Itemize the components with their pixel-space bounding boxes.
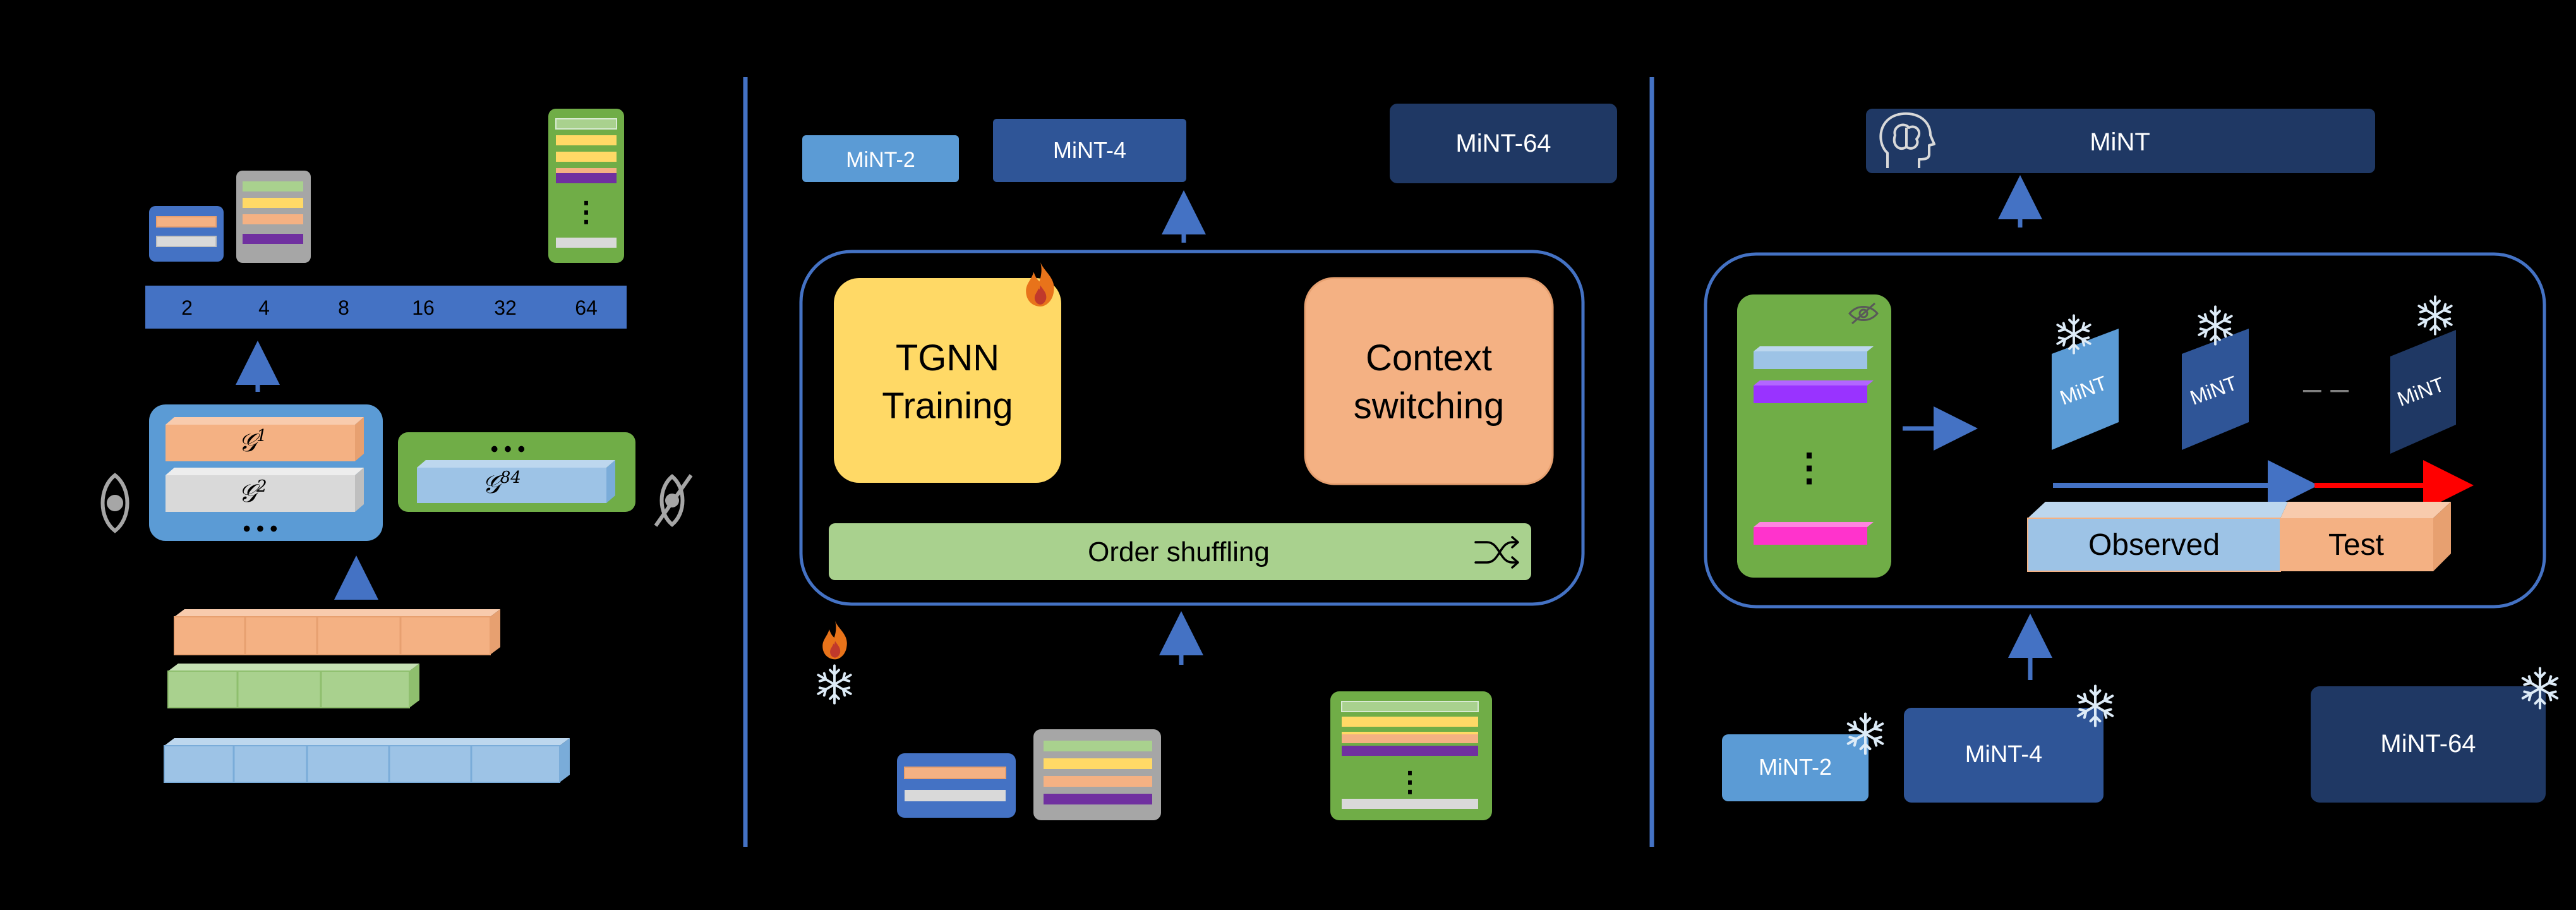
graph-superscript: 1 <box>256 427 267 446</box>
stack-ellipsis: ⋮ <box>1396 767 1424 798</box>
timeline-blue <box>164 738 570 783</box>
brain-head-icon <box>1879 112 1935 168</box>
tgnn-label: TGNN <box>896 337 999 379</box>
model-mint-4: MiNT-4 <box>1904 708 2104 803</box>
stack-ellipsis: ⋮ <box>1790 446 1828 488</box>
graph-group-2: • • • 𝒢84 <box>398 432 635 512</box>
model-mint-4: MiNT-4 <box>993 119 1186 182</box>
model-label: MiNT-64 <box>1455 130 1551 157</box>
model-mint-64: MiNT-64 <box>1390 104 1617 183</box>
snowflake-icon <box>817 664 852 705</box>
flame-icon <box>822 621 847 660</box>
flame-icon <box>1026 262 1054 306</box>
dataset-stack: ⋮ <box>1737 294 1891 578</box>
mini-stack-4 <box>1033 729 1161 820</box>
shuffle-icon <box>1474 536 1519 569</box>
model-label: MiNT-64 <box>2380 730 2476 758</box>
scale-axis-labels: 2 4 8 16 32 64 <box>181 296 598 319</box>
tgnn-training-block: TGNN Training <box>834 278 1061 483</box>
model-label: MiNT-4 <box>1965 741 2042 768</box>
model-label: MiNT-2 <box>1759 754 1832 780</box>
gap-dashes: – – <box>2303 370 2349 407</box>
model-mint-2: MiNT-2 <box>1722 734 1869 801</box>
switching-label: switching <box>1354 385 1505 427</box>
mini-stack-2 <box>897 753 1016 818</box>
left-panel: ⋮ 2 4 8 16 32 64 𝒢1 𝒢2 • • • • • • <box>100 109 693 783</box>
mini-stack-64: ⋮ <box>1330 691 1492 820</box>
more-graphs-ellipsis: • • • <box>243 517 278 541</box>
eye-off-icon <box>654 474 693 527</box>
scale-tick-label: 64 <box>575 296 598 319</box>
mint-card-dark: MiNT <box>2390 330 2456 454</box>
scale-axis-bar <box>145 286 627 329</box>
eye-off-icon <box>1848 302 1879 325</box>
eye-icon <box>100 473 129 533</box>
training-label: Training <box>882 385 1013 427</box>
mint-card-mid: MiNT <box>2182 329 2249 450</box>
observed-label: Observed <box>2088 528 2220 562</box>
model-mint: MiNT <box>1866 109 2375 173</box>
middle-panel: MiNT-2 MiNT-4 MiNT-64 TGNN Training Cont… <box>799 104 1617 820</box>
scale-tick-label: 32 <box>494 296 517 319</box>
scale-tick-label: 2 <box>181 296 193 319</box>
timeline-orange <box>174 609 500 655</box>
mini-stack-64: ⋮ <box>548 109 624 263</box>
graph-superscript: 2 <box>256 477 267 496</box>
context-label: Context <box>1366 337 1492 379</box>
order-shuffling-bar: Order shuffling <box>829 523 1531 580</box>
snowflake-icon <box>2417 295 2453 336</box>
model-label: MiNT-2 <box>846 148 915 172</box>
mint-card-light: MiNT <box>2052 329 2119 450</box>
evaluation-container <box>1704 252 2546 609</box>
context-switching-block: Context switching <box>1304 277 1554 485</box>
observed-test-bar: Observed Test <box>2027 502 2451 572</box>
model-label: MiNT-4 <box>1053 137 1126 163</box>
model-mint-2: MiNT-2 <box>802 135 959 182</box>
graph-superscript: 84 <box>500 468 521 487</box>
model-label: MiNT <box>2090 128 2150 156</box>
scale-tick-label: 4 <box>258 296 270 319</box>
more-graphs-ellipsis: • • • <box>491 437 526 461</box>
scale-tick-label: 16 <box>412 296 435 319</box>
graph-group-1: 𝒢1 𝒢2 • • • <box>149 404 383 541</box>
model-mint-64: MiNT-64 <box>2311 686 2546 803</box>
scale-tick-label: 8 <box>338 296 349 319</box>
shuffle-label: Order shuffling <box>1088 537 1270 567</box>
mini-stack-4 <box>236 171 311 263</box>
mini-stack-2 <box>149 206 224 262</box>
stack-ellipsis: ⋮ <box>572 197 600 228</box>
test-label: Test <box>2328 528 2384 562</box>
right-panel: MiNT ⋮ <box>1704 109 2557 803</box>
training-container <box>799 250 1585 606</box>
timeline-green <box>167 664 419 708</box>
